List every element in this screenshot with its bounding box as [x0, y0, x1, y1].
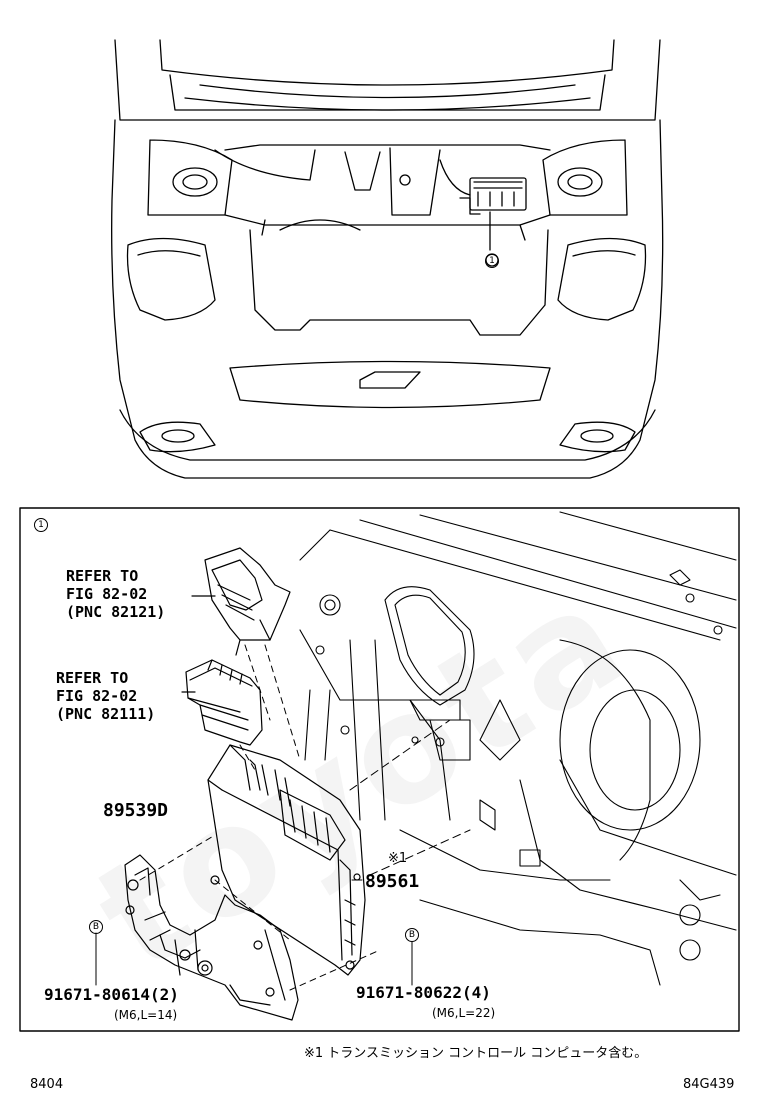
refer-line: FIG 82-02	[56, 687, 138, 705]
connector-82111	[181, 659, 263, 746]
bolt-left-marker: B	[89, 920, 103, 934]
part-number-ecu: 89561	[365, 871, 420, 892]
connector-82121	[191, 547, 291, 656]
footnote: ※1 トランスミッション コントロール コンピュータ含む。	[304, 1046, 648, 1061]
bolt-right-marker: B	[405, 928, 419, 942]
page-code-right: 84G439	[683, 1077, 735, 1092]
refer-line: FIG 82-02	[66, 585, 148, 603]
refer-line: (PNC 82111)	[56, 705, 156, 723]
part-number-bracket: 89539D	[103, 800, 169, 821]
refer-line: REFER TO	[66, 567, 139, 585]
bracket-89539d	[124, 854, 299, 1021]
overview-callout-1: 1	[485, 254, 499, 268]
refer-line: (PNC 82121)	[66, 603, 166, 621]
body-structure-detail	[299, 511, 737, 986]
bolt-right-spec: (M6,L=22)	[432, 1006, 496, 1020]
refer-label-82121: REFER TO FIG 82-02 (PNC 82121)	[66, 567, 165, 621]
refer-label-82111: REFER TO FIG 82-02 (PNC 82111)	[56, 669, 155, 723]
detail-frame	[19, 507, 740, 1032]
ecu-footnote-mark: ※1	[388, 851, 408, 866]
refer-line: REFER TO	[56, 669, 129, 687]
part-number-bolt-left: 91671-80614(2)	[44, 985, 179, 1004]
ecu-89561	[207, 744, 366, 976]
vehicle-front-view	[111, 39, 664, 479]
part-number-bolt-right: 91671-80622(4)	[356, 983, 491, 1002]
detail-callout-1: 1	[34, 518, 48, 532]
bolt-left-spec: (M6,L=14)	[114, 1008, 178, 1022]
page-code-left: 8404	[30, 1077, 64, 1092]
